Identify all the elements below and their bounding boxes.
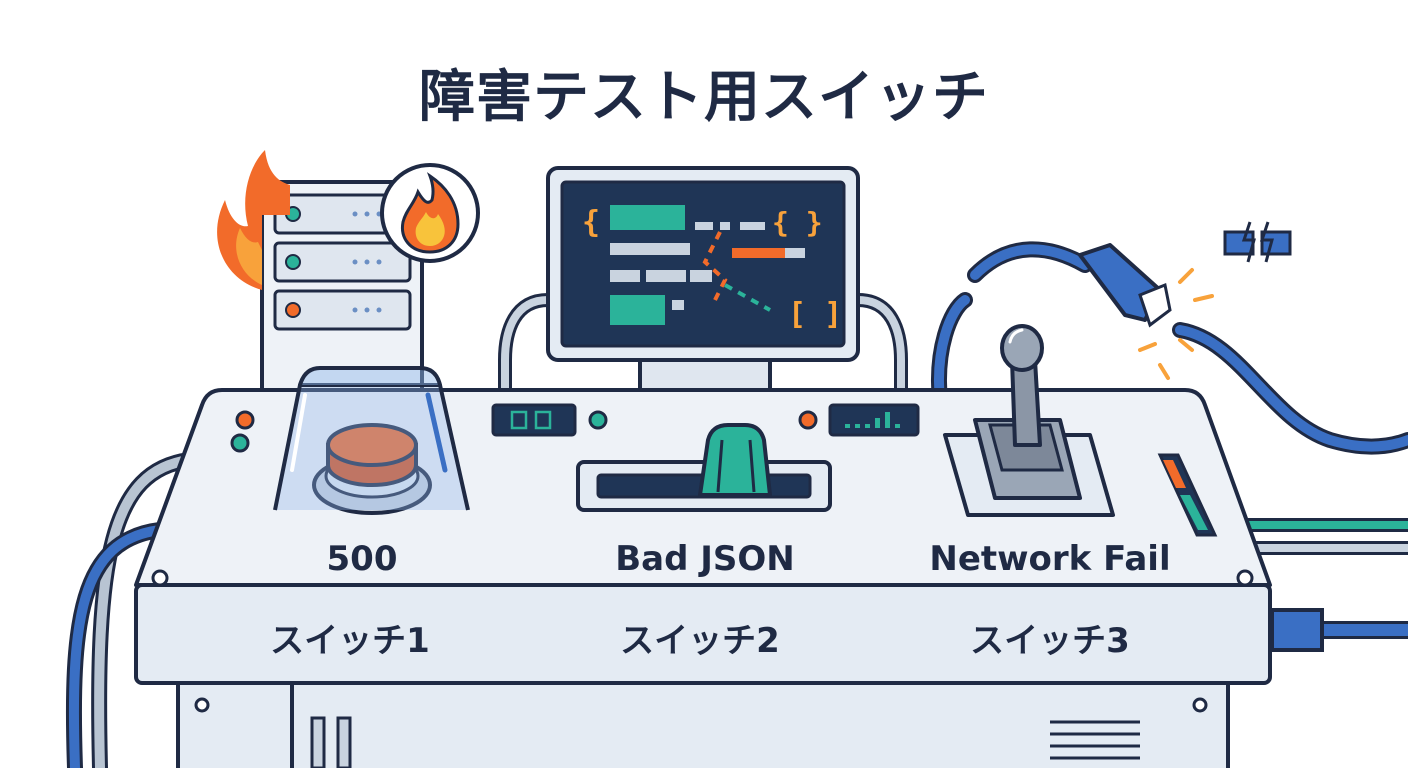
fire-icon <box>217 150 290 290</box>
cabinet <box>176 673 1230 768</box>
switch-label-2: スイッチ2 <box>620 621 780 661</box>
switch-label-1: スイッチ1 <box>270 621 430 661</box>
level-indicator <box>1157 453 1218 537</box>
fault-label-network-fail: Network Fail <box>929 539 1171 579</box>
signal-display <box>828 403 920 437</box>
toggle-lever-switch-3[interactable] <box>943 324 1115 517</box>
fault-label-500: 500 <box>326 539 398 579</box>
monitor-brackets-top: { } <box>772 206 823 239</box>
left-cables <box>65 452 198 768</box>
digit-display <box>491 403 577 437</box>
server-unit <box>273 289 412 331</box>
fire-badge-icon <box>380 163 480 263</box>
monitor-brackets-bottom: [ ] <box>788 297 842 332</box>
ethernet-plug-icon <box>1078 243 1172 328</box>
monitor: { { } [ ] <box>498 166 908 407</box>
disconnected-plug-icon <box>1223 221 1292 263</box>
server-unit <box>273 193 412 235</box>
switch-label-3: スイッチ3 <box>970 621 1130 661</box>
slide-switch-2[interactable] <box>576 423 832 512</box>
connector <box>1270 608 1324 652</box>
monitor-brace-left: { <box>582 205 600 240</box>
spark-icon <box>1138 268 1214 380</box>
page-title: 障害テスト用スイッチ <box>419 65 989 130</box>
push-button-switch-1[interactable] <box>273 366 470 515</box>
server-rack <box>260 180 424 404</box>
fault-label-bad-json: Bad JSON <box>615 539 795 579</box>
broken-network-cable <box>931 241 1408 455</box>
server-unit <box>273 241 412 283</box>
